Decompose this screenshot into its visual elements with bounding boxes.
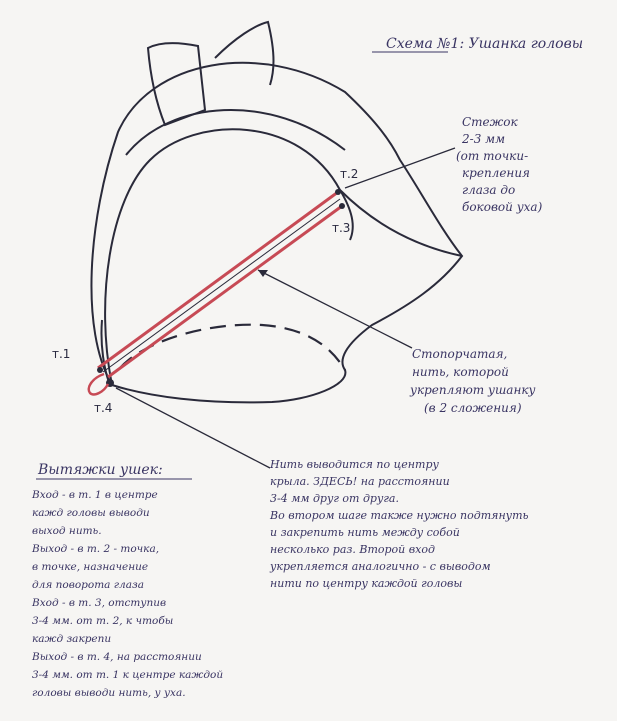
back-ear [215, 22, 274, 85]
neck-ellipse [120, 325, 345, 370]
thread-loop [89, 374, 108, 394]
arrow-head [258, 270, 268, 277]
point-2-dot [335, 189, 341, 195]
point-3-dot [339, 203, 345, 209]
thread-line-lower [108, 206, 342, 377]
point-2-label: т.2 [340, 167, 358, 181]
bottom-note: Нить выводится по центру крыла. ЗДЕСЬ! н… [269, 458, 532, 590]
head-outline [91, 63, 462, 403]
leader-thread-note [258, 270, 412, 348]
thread-note: Стопорчатая, нить, которой укрепляют уша… [409, 347, 539, 415]
steps-title: Вытяжки ушек: [37, 462, 163, 478]
thread-core [103, 199, 340, 372]
point-1-label: т.1 [52, 347, 70, 361]
rim-line [126, 110, 345, 155]
point-4-label: т.4 [94, 401, 112, 415]
diagram-title: Схема №1: Ушанка головы [386, 36, 583, 52]
leader-stitch-note [345, 148, 455, 188]
point-3-label: т.3 [332, 221, 350, 235]
thread-line-upper [98, 192, 338, 368]
steps-list: Вход - в т. 1 в центре кажд головы вывод… [31, 489, 226, 699]
point-1-dot [97, 367, 103, 373]
stitch-note: Стежок 2-3 мм (от точки- крепления глаза… [456, 115, 543, 214]
